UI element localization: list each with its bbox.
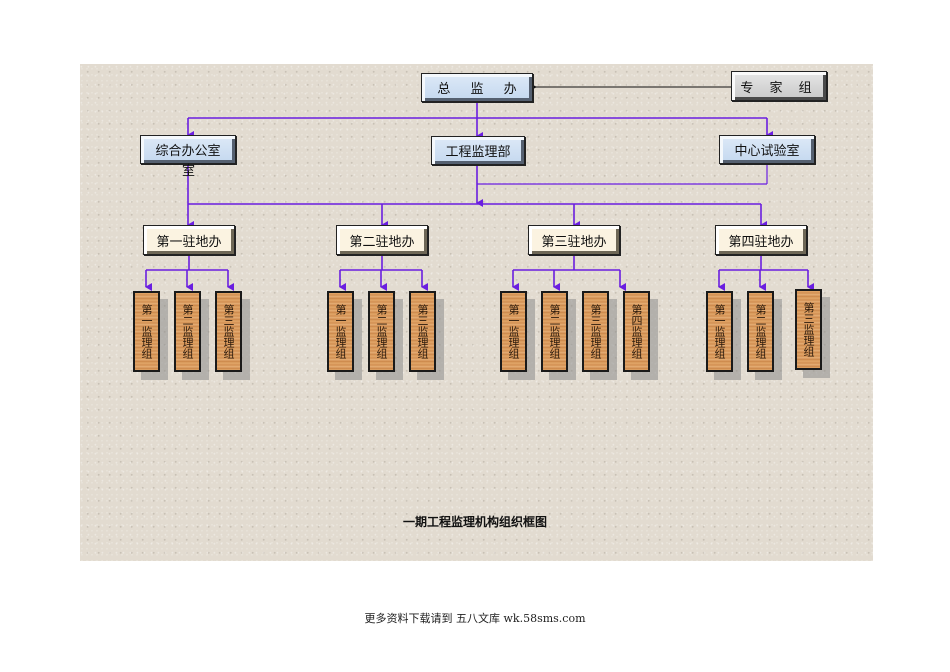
supervision-group-label: 第一监理组 [713, 304, 726, 359]
supervision-group-label: 第四监理组 [630, 304, 643, 359]
supervision-group-box: 第三监理组 [409, 291, 444, 380]
department-label: 综合办公室 [155, 144, 221, 159]
supervision-group-box: 第二监理组 [368, 291, 403, 380]
department-label: 中心试验室 [734, 144, 800, 159]
supervision-group-label: 第一监理组 [507, 304, 520, 359]
supervision-group-label: 第二监理组 [181, 304, 194, 359]
group-plaque: 第二监理组 [541, 291, 568, 372]
supervision-group-box: 第一监理组 [133, 291, 168, 380]
supervision-group-label: 第一监理组 [140, 304, 153, 359]
chief-office-box: 总 监 办 [421, 73, 533, 102]
group-plaque: 第一监理组 [133, 291, 160, 372]
station-office-box: 第三驻地办 [528, 225, 620, 255]
supervision-group-box: 第二监理组 [747, 291, 782, 380]
supervision-group-label: 第三监理组 [589, 304, 602, 359]
department-label-overflow: 室 [182, 164, 196, 179]
group-plaque: 第二监理组 [747, 291, 774, 372]
supervision-group-box: 第一监理组 [706, 291, 741, 380]
group-plaque: 第二监理组 [368, 291, 395, 372]
diagram-title: 一期工程监理机构组织框图 [402, 515, 547, 529]
station-office-label: 第三驻地办 [541, 234, 607, 250]
supervision-group-box: 第四监理组 [623, 291, 658, 380]
supervision-group-label: 第三监理组 [802, 302, 815, 357]
department-label: 工程监理部 [445, 145, 511, 160]
expert-group-label: 专 家 组 [740, 80, 818, 96]
supervision-group-box: 第一监理组 [327, 291, 362, 380]
chief-office-label: 总 监 办 [437, 82, 525, 97]
supervision-group-box: 第二监理组 [541, 291, 576, 380]
supervision-group-label: 第一监理组 [334, 304, 347, 359]
department-box-lab: 中心试验室 [719, 135, 815, 164]
supervision-group-label: 第三监理组 [416, 304, 429, 359]
supervision-group-box: 第一监理组 [500, 291, 535, 380]
supervision-group-label: 第二监理组 [754, 304, 767, 359]
expert-group-box: 专 家 组 [731, 71, 827, 101]
station-office-label: 第一驻地办 [156, 234, 222, 250]
group-plaque: 第四监理组 [623, 291, 650, 372]
footer-link-text[interactable]: 更多资料下载请到 五八文库 wk.58sms.com [364, 612, 586, 625]
station-office-box: 第二驻地办 [336, 225, 428, 255]
group-plaque: 第三监理组 [409, 291, 436, 372]
group-plaque: 第三监理组 [215, 291, 242, 372]
station-office-box: 第四驻地办 [715, 225, 807, 255]
supervision-group-label: 第二监理组 [548, 304, 561, 359]
group-plaque: 第一监理组 [327, 291, 354, 372]
supervision-group-label: 第三监理组 [222, 304, 235, 359]
group-plaque: 第二监理组 [174, 291, 201, 372]
group-plaque: 第三监理组 [795, 289, 822, 370]
department-box-general-office: 综合办公室 [140, 135, 236, 164]
supervision-group-box: 第三监理组 [215, 291, 250, 380]
station-office-label: 第二驻地办 [349, 234, 415, 250]
station-office-label: 第四驻地办 [728, 234, 794, 250]
station-office-box: 第一驻地办 [143, 225, 235, 255]
supervision-group-box: 第二监理组 [174, 291, 209, 380]
supervision-group-box: 第三监理组 [795, 289, 830, 378]
group-plaque: 第一监理组 [706, 291, 733, 372]
supervision-group-label: 第二监理组 [375, 304, 388, 359]
supervision-group-box: 第三监理组 [582, 291, 617, 380]
group-plaque: 第一监理组 [500, 291, 527, 372]
department-box-engineering: 工程监理部 [431, 136, 525, 165]
group-plaque: 第三监理组 [582, 291, 609, 372]
